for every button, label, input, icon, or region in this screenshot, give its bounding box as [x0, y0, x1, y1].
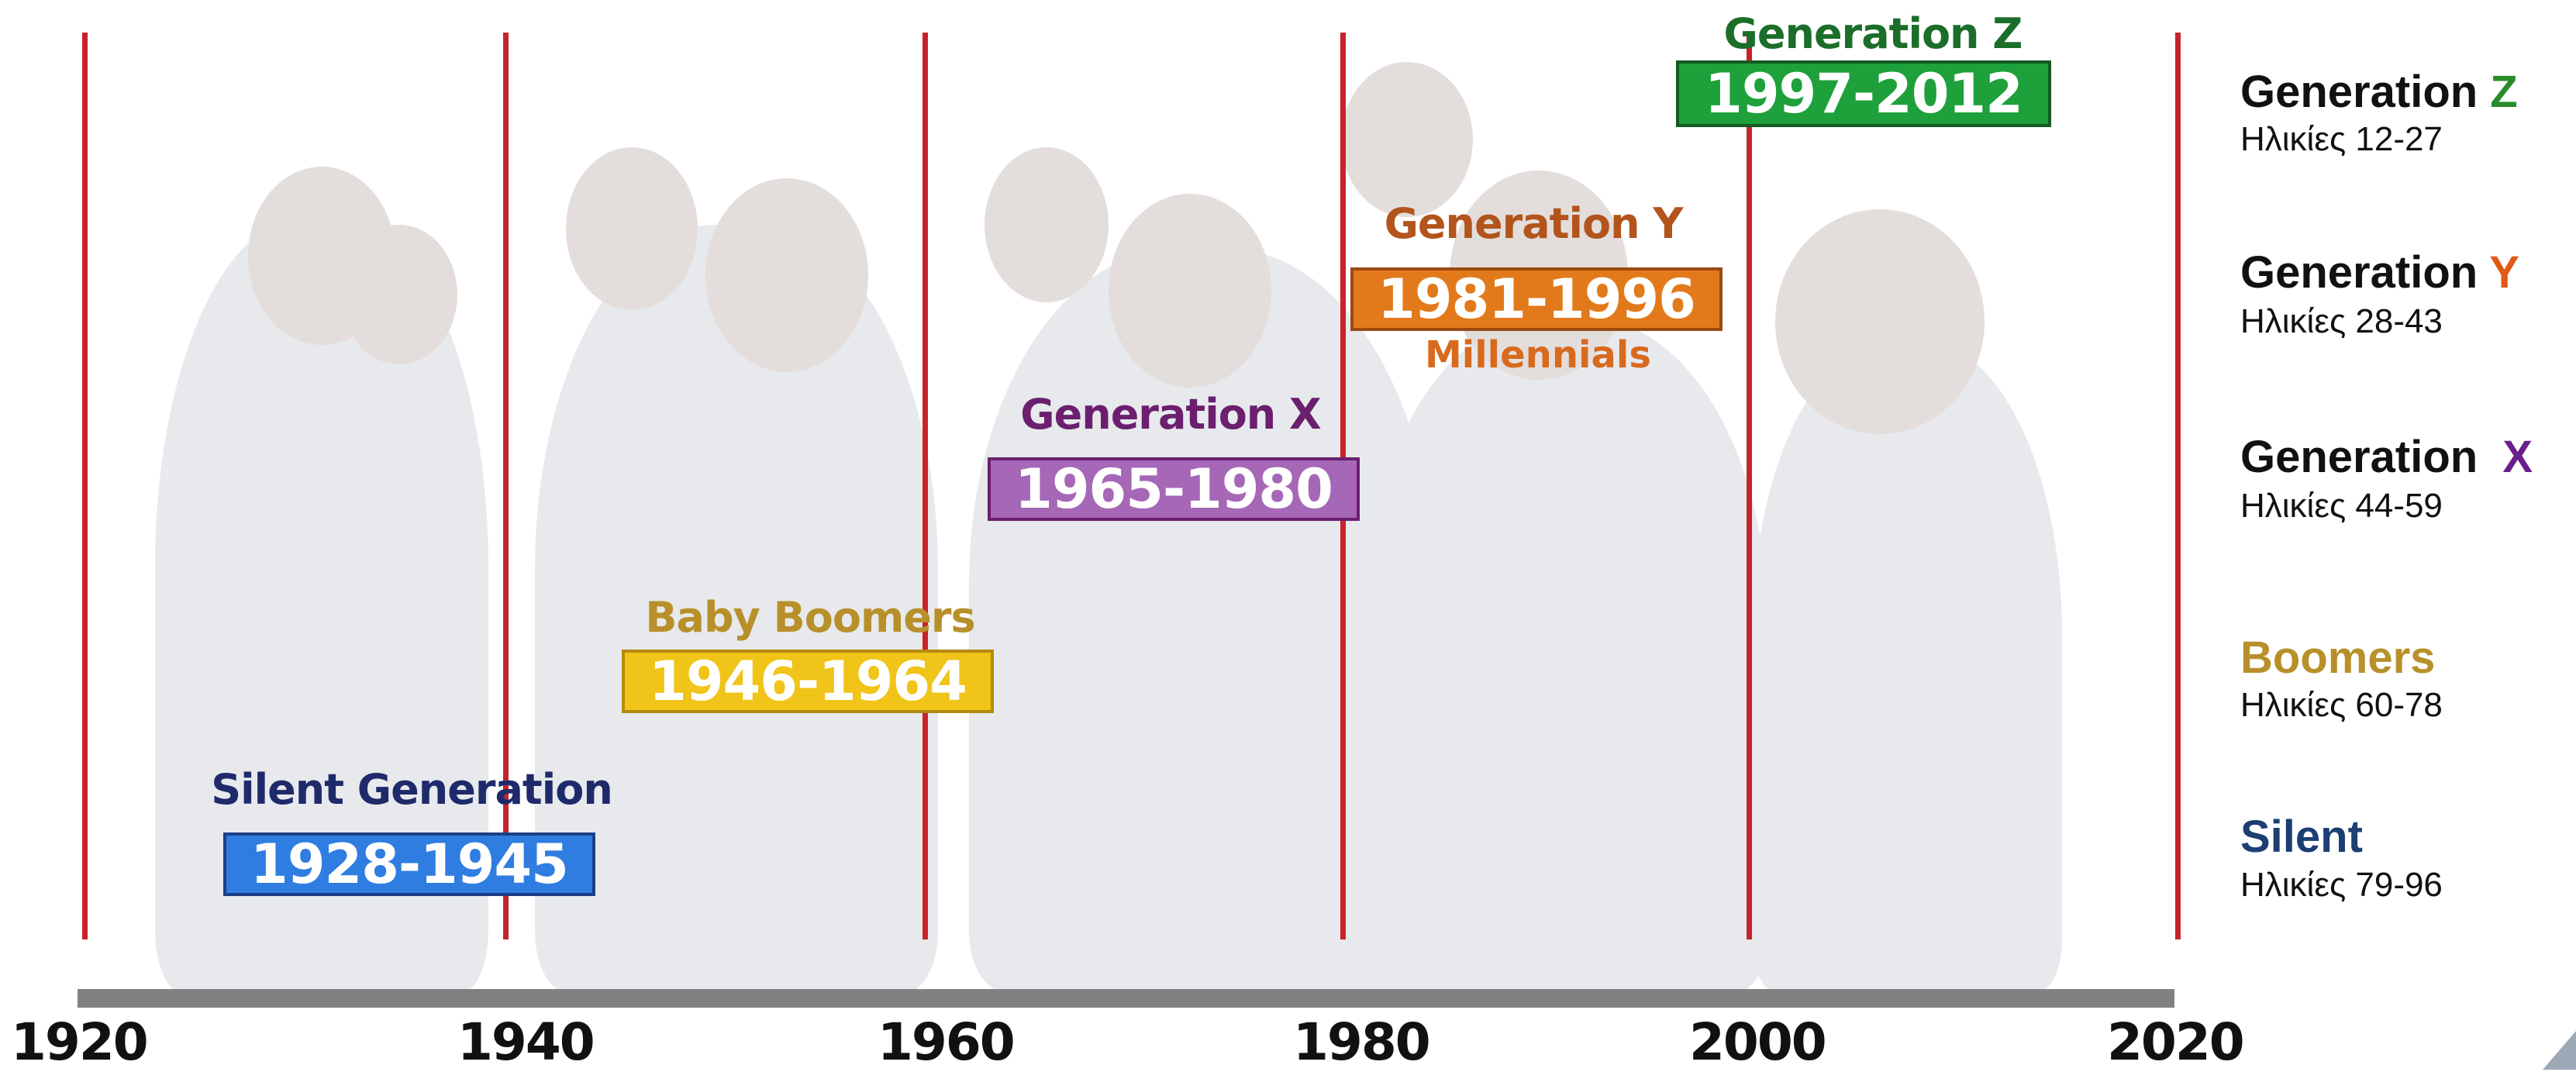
timeline-marker-1940 — [503, 33, 509, 939]
legend-geny-letter: Y — [2489, 247, 2519, 298]
year-label-2000: 2000 — [1689, 1012, 1827, 1072]
timeline-marker-2000 — [1747, 33, 1752, 939]
legend-genz-title: Generation Z — [2240, 66, 2518, 118]
background-photo — [132, 31, 2109, 992]
timeline-axis — [78, 989, 2174, 1008]
legend-boomers-ages: Ηλικίες 60-78 — [2240, 686, 2443, 724]
year-label-1980: 1980 — [1293, 1012, 1431, 1072]
generation-x-range: 1965-1980 — [988, 457, 1360, 521]
generation-y-name: Generation Y — [1384, 199, 1684, 248]
legend-geny-ages: Ηλικίες 28-43 — [2240, 302, 2443, 340]
silent-generation-range: 1928-1945 — [223, 832, 595, 896]
generation-y-subname: Millennials — [1425, 333, 1651, 377]
legend-genz-ages: Ηλικίες 12-27 — [2240, 120, 2443, 158]
legend-genx-ages: Ηλικίες 44-59 — [2240, 487, 2443, 525]
generation-z-range: 1997-2012 — [1676, 60, 2051, 127]
silent-generation-name: Silent Generation — [211, 765, 613, 814]
legend-genx-prefix: Generation — [2240, 432, 2503, 482]
generation-x-name: Generation X — [1020, 390, 1321, 439]
baby-boomers-name: Baby Boomers — [645, 593, 975, 642]
legend-geny-prefix: Generation — [2240, 247, 2490, 298]
legend-silent-ages: Ηλικίες 79-96 — [2240, 866, 2443, 904]
timeline-marker-1960 — [922, 33, 928, 939]
corner-decoration — [2543, 1031, 2576, 1070]
timeline-marker-1920 — [82, 33, 88, 939]
legend-silent-title: Silent — [2240, 812, 2363, 862]
year-label-2020: 2020 — [2107, 1012, 2245, 1072]
generation-z-name: Generation Z — [1723, 9, 2023, 58]
year-label-1920: 1920 — [11, 1012, 149, 1072]
generation-y-range: 1981-1996 — [1350, 267, 1723, 331]
legend-genx-letter: X — [2502, 432, 2533, 482]
legend-genz-prefix: Generation — [2240, 67, 2491, 117]
timeline-marker-2020 — [2175, 33, 2181, 939]
legend-genx-title: Generation X — [2240, 431, 2533, 483]
year-label-1940: 1940 — [457, 1012, 595, 1072]
baby-boomers-range: 1946-1964 — [622, 650, 994, 713]
legend-boomers-title: Boomers — [2240, 633, 2436, 683]
legend-genz-letter: Z — [2490, 67, 2518, 117]
year-label-1960: 1960 — [878, 1012, 1016, 1072]
legend-geny-title: Generation Y — [2240, 246, 2519, 298]
